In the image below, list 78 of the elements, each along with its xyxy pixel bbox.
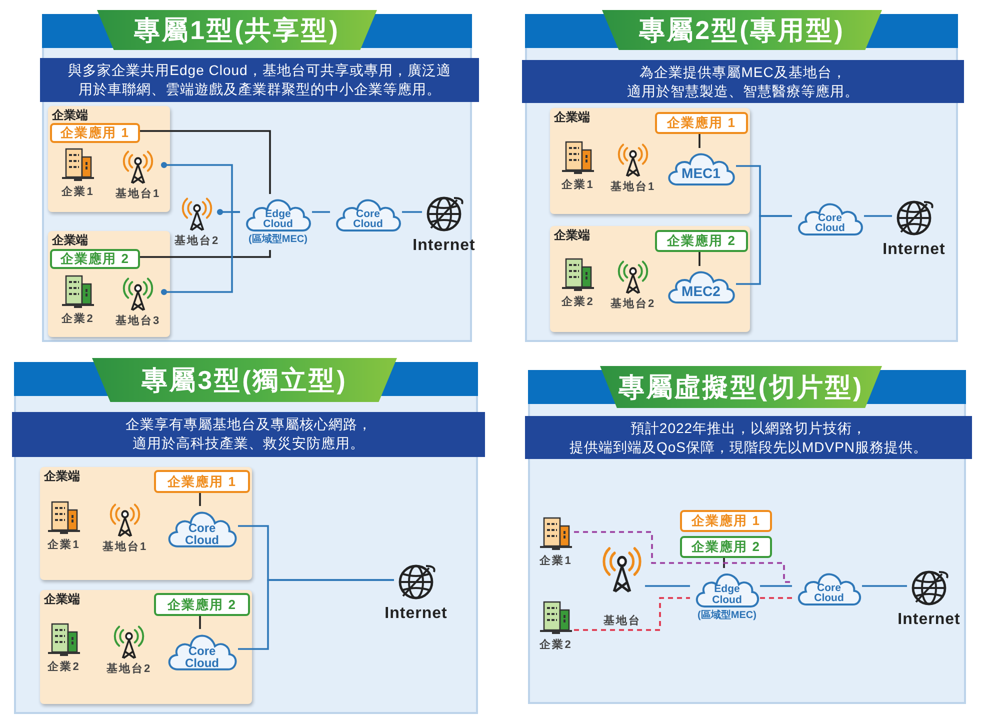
connector	[864, 215, 892, 217]
box-heading: 企業端	[52, 233, 89, 248]
icon-caption: 企業2	[560, 295, 596, 309]
cloud-label: Core Cloud	[813, 582, 845, 604]
box-heading: 企業端	[44, 592, 81, 607]
icon-caption: 基地台2	[173, 234, 221, 248]
connector	[199, 614, 201, 629]
title-banner: 專屬3型(獨立型)	[92, 358, 397, 402]
enterprise-box	[550, 108, 750, 214]
icon-caption: 基地台	[602, 614, 642, 628]
cloud-caption: (區域型MEC)	[696, 609, 758, 623]
enterprise-box	[40, 467, 252, 580]
app-box: 企業應用 2	[680, 536, 772, 558]
app-box: 企業應用 2	[655, 230, 748, 252]
app-box: 企業應用 1	[655, 112, 748, 134]
description-band: 企業享有專屬基地台及專屬核心網路，適用於高科技產業、救災安防應用。	[12, 412, 485, 457]
cloud-caption: (區域型MEC)	[248, 233, 308, 247]
connector	[138, 250, 271, 258]
cloud-label: MEC1	[680, 164, 722, 183]
box-heading: 企業端	[554, 110, 591, 125]
internet-label: Internet	[897, 610, 961, 630]
title-banner: 專屬虛擬型(切片型)	[600, 366, 882, 408]
description-band: 預計2022年推出，以網路切片技術，提供端到端及QoS保障，現階段先以MDVPN服務提供。	[525, 416, 972, 459]
enterprise-box	[48, 231, 170, 337]
connector	[402, 211, 422, 213]
description-band: 與多家企業共用Edge Cloud，基地台可共享或專用，廣泛適用於車聯網、雲端遊戲及產業群聚型的中小企業等應用。	[40, 58, 479, 102]
internet-label: Internet	[384, 604, 448, 624]
internet-label: Internet	[882, 240, 946, 260]
connector	[698, 132, 700, 148]
connector	[698, 250, 700, 266]
description-band: 為企業提供專屬MEC及基地台，適用於智慧製造、智慧醫療等應用。	[522, 60, 964, 103]
icon-caption: 基地台1	[609, 180, 657, 194]
connector	[862, 585, 907, 587]
connector	[736, 215, 792, 285]
internet-label: Internet	[412, 236, 476, 256]
icon-caption: 企業1	[60, 185, 96, 199]
connector	[760, 597, 792, 599]
icon-caption: 基地台2	[105, 662, 153, 676]
cloud-label: MEC2	[680, 282, 722, 301]
enterprise-box	[550, 226, 750, 332]
enterprise-box	[48, 106, 170, 212]
box-heading: 企業端	[52, 108, 89, 123]
icon-caption: 企業1	[560, 178, 596, 192]
app-box: 企業應用 2	[50, 249, 140, 269]
connector	[216, 208, 240, 216]
app-box: 企業應用 2	[154, 593, 250, 616]
connector	[138, 130, 271, 194]
box-heading: 企業端	[554, 228, 591, 243]
cloud-label: Edge Cloud	[711, 583, 743, 606]
title-banner: 專屬2型(專用型)	[602, 10, 882, 50]
box-heading: 企業端	[44, 469, 81, 484]
connector	[312, 211, 330, 213]
app-box: 企業應用 1	[680, 510, 772, 532]
cloud-label: Edge Cloud	[262, 208, 294, 230]
icon-caption: 基地台3	[114, 314, 162, 328]
icon-caption: 企業2	[60, 312, 96, 326]
icon-caption: 基地台1	[114, 187, 162, 201]
enterprise-box	[40, 590, 252, 704]
icon-caption: 企業2	[46, 660, 82, 674]
connector	[645, 585, 690, 587]
title-banner: 專屬1型(共享型)	[97, 10, 377, 50]
cloud-label: Core Cloud	[184, 522, 220, 546]
cloud-label: Core Cloud	[814, 212, 846, 234]
icon-caption: 基地台2	[609, 297, 657, 311]
connector	[574, 597, 690, 631]
connector	[199, 491, 201, 506]
connector	[574, 531, 792, 583]
icon-caption: 企業2	[538, 638, 574, 652]
app-box: 企業應用 1	[154, 470, 250, 493]
cloud-label: Core Cloud	[352, 208, 384, 230]
app-box: 企業應用 1	[50, 123, 140, 143]
icon-caption: 企業1	[538, 554, 574, 568]
icon-caption: 企業1	[46, 538, 82, 552]
connector	[723, 556, 725, 568]
icon-caption: 基地台1	[101, 540, 149, 554]
connector	[760, 585, 792, 587]
connector	[238, 579, 394, 650]
cloud-label: Core Cloud	[184, 645, 220, 669]
